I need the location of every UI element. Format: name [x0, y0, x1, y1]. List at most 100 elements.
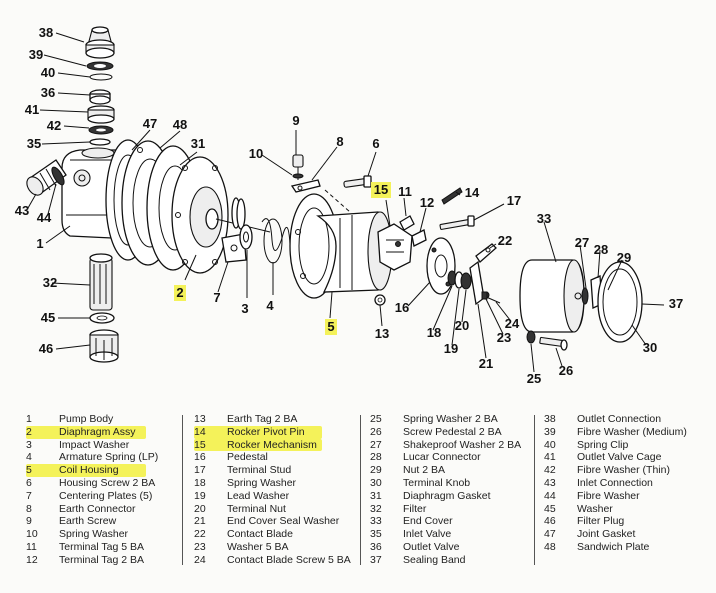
callout-number: 15 [374, 182, 388, 197]
legend-part-number: 14 [194, 425, 206, 438]
callout-31: 31 [191, 136, 205, 151]
callout-10: 10 [249, 146, 263, 161]
legend-part-number: 10 [26, 528, 38, 541]
legend-part-number: 30 [370, 476, 382, 489]
callout-7: 7 [213, 290, 220, 305]
callout-26: 26 [559, 363, 573, 378]
callout-highlight [371, 182, 391, 198]
callout-25: 25 [527, 371, 541, 386]
legend-part-name: Washer 5 BA [227, 540, 289, 553]
callout-number: 16 [395, 300, 409, 315]
spring-clip-part [89, 73, 113, 81]
legend-part-number: 46 [544, 515, 556, 528]
callout-number: 9 [292, 113, 299, 128]
legend-row: 36 Outlet Valve [370, 541, 534, 554]
legend-part-number: 31 [370, 489, 382, 502]
callout-number: 28 [594, 242, 608, 257]
legend-part-number: 35 [370, 528, 382, 541]
callout-13: 13 [375, 326, 389, 341]
callout-47: 47 [143, 116, 157, 131]
legend-part-number: 36 [370, 540, 382, 553]
legend-part-name: Screw Pedestal 2 BA [403, 425, 502, 438]
callout-number: 33 [537, 211, 551, 226]
callout-44: 44 [37, 210, 52, 225]
legend-part-number: 21 [194, 515, 206, 528]
legend-part-number: 9 [26, 515, 32, 528]
legend-row: 46 Filter Plug [544, 515, 716, 528]
callout-number: 21 [479, 356, 493, 371]
diaphragm-assy-part [171, 156, 271, 274]
legend-part-name: Rocker Mechanism [227, 438, 317, 451]
legend-part-name: Pump Body [59, 413, 114, 425]
earth-tag-part [374, 294, 386, 306]
legend-part-number: 3 [26, 438, 32, 451]
contact-blade-part [475, 243, 497, 263]
callout-number: 17 [507, 193, 521, 208]
pedestal-part [426, 237, 456, 295]
legend-divider [182, 415, 183, 565]
impact-washer-part [239, 224, 253, 250]
terminal-nut-part [460, 272, 472, 290]
legend-part-name: Housing Screw 2 BA [59, 476, 156, 489]
legend-part-number: 38 [544, 413, 556, 425]
legend-part-name: Inlet Connection [577, 476, 653, 489]
callout-46: 46 [39, 341, 53, 356]
rocker-pivot-pin-part [441, 187, 463, 205]
fibre-washer-medium-part [86, 61, 114, 71]
callout-number: 32 [43, 275, 57, 290]
legend-row: 26 Screw Pedestal 2 BA [370, 426, 534, 439]
legend-part-number: 26 [370, 425, 382, 438]
filter-part [89, 253, 113, 311]
callout-12: 12 [420, 195, 434, 210]
callout-21: 21 [479, 356, 493, 371]
legend-part-number: 6 [26, 476, 32, 489]
callout-40: 40 [41, 65, 55, 80]
legend-part-number: 8 [26, 502, 32, 515]
legend-part-name: Earth Screw [59, 515, 117, 528]
callout-number: 36 [41, 85, 55, 100]
end-cover-part [519, 259, 585, 333]
screw-pedestal-part [539, 336, 568, 351]
housing-screw-part [343, 175, 372, 188]
legend-part-name: Earth Tag 2 BA [227, 413, 298, 425]
legend-part-number: 42 [544, 464, 556, 477]
shakeproof-washer-part [581, 287, 589, 305]
callout-9: 9 [292, 113, 299, 128]
legend-part-name: Pedestal [227, 451, 268, 464]
legend-part-name: Outlet Valve [403, 540, 460, 553]
legend-part-name: Contact Blade [227, 528, 293, 541]
fibre-washer-part [51, 166, 65, 186]
legend-part-name: Spring Washer [59, 528, 129, 541]
callout-3: 3 [241, 301, 248, 316]
legend-part-number: 48 [544, 540, 556, 553]
callout-number: 41 [25, 102, 39, 117]
callout-14: 14 [465, 185, 480, 200]
callout-highlight [325, 319, 337, 335]
legend-part-name: Filter Plug [577, 515, 625, 528]
callout-number: 7 [213, 290, 220, 305]
callout-24: 24 [505, 316, 520, 331]
legend-part-name: Diaphragm Assy [59, 425, 136, 438]
callout-number: 10 [249, 146, 263, 161]
legend-part-name: Nut 2 BA [403, 464, 446, 477]
callout-number: 22 [498, 233, 512, 248]
washer-part [89, 312, 115, 324]
legend-part-name: Rocker Pivot Pin [227, 425, 305, 438]
terminal-tag-5ba-part [399, 215, 415, 231]
legend-part-number: 22 [194, 528, 206, 541]
callout-15: 15 [371, 182, 391, 198]
legend-part-name: End Cover Seal Washer [227, 515, 340, 528]
